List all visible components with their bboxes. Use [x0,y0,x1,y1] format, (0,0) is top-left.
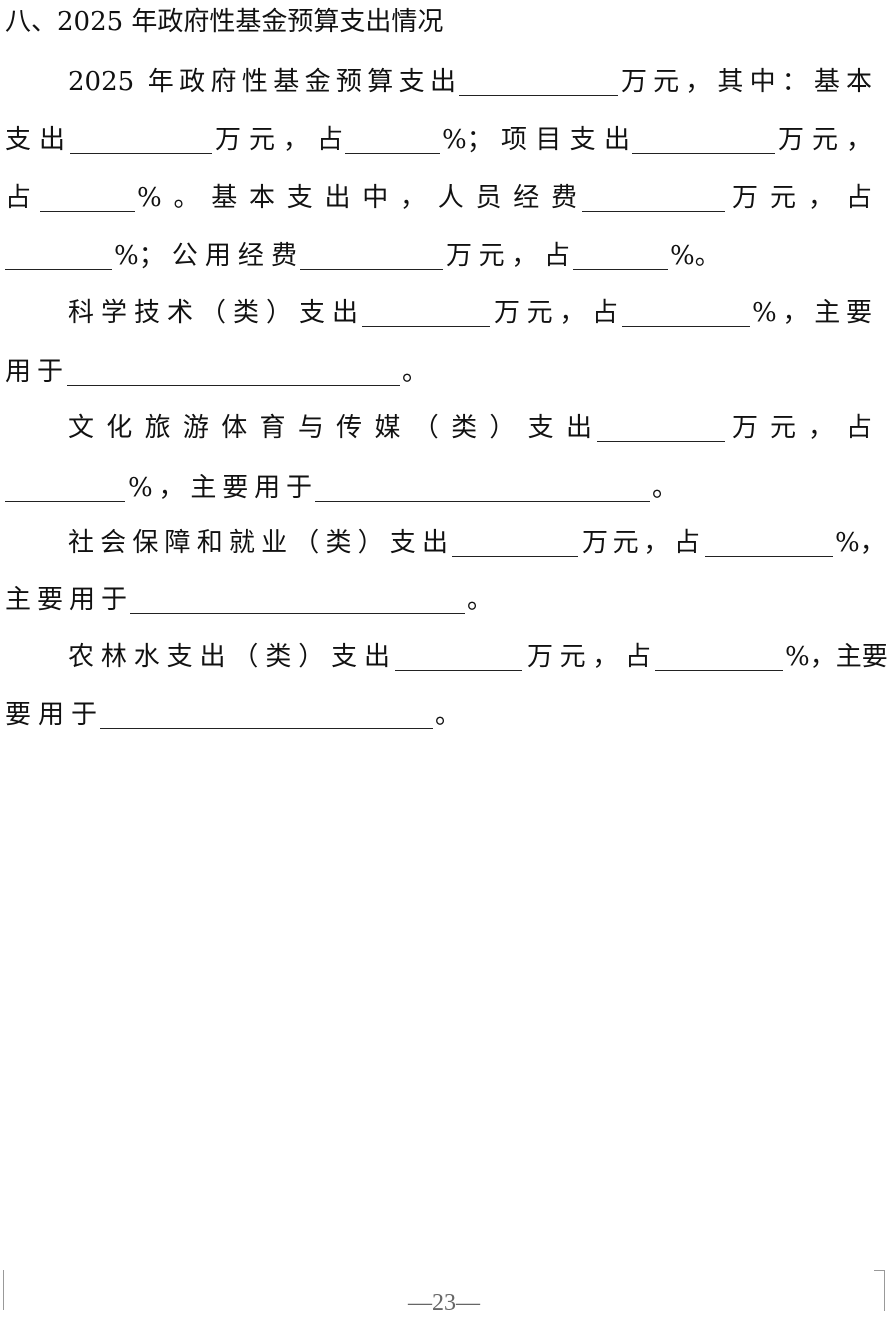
text: 万元，占 [527,642,651,672]
text-line: %，主要用于 。 [0,472,888,504]
text: 。 [652,473,679,503]
fill-blank[interactable] [597,412,725,442]
text: 支出 [5,125,65,155]
text-line: 支出 万元，占 %；项目支出 万元， [0,124,888,156]
text-line: 农林水支出（类）支出 万元，占 %，主要 [0,641,888,673]
text: %；项目支出 [442,125,630,155]
text: %。基本支出中，人员经费 [137,183,577,213]
fill-blank[interactable] [5,240,112,270]
fill-blank[interactable] [632,124,775,154]
fill-blank[interactable] [100,699,433,729]
text: %，主要 [785,642,888,672]
fill-blank[interactable] [345,124,440,154]
fill-blank[interactable] [573,240,668,270]
text: 。 [402,357,429,387]
fill-blank[interactable] [362,297,490,327]
text: 要用于 [5,700,97,730]
text-line: 占 %。基本支出中，人员经费 万元，占 [0,182,888,214]
text-line: %；公用经费 万元，占 %。 [0,240,888,272]
text: 文化旅游体育与传媒（类）支出 [68,413,592,443]
fill-blank[interactable] [395,641,522,671]
text: 万元，其中：基本 [621,67,872,97]
crop-mark-left [3,1270,14,1310]
text: 万元，占 [732,183,872,213]
fill-blank[interactable] [622,297,750,327]
page-number: —23— [408,1290,480,1316]
fill-blank[interactable] [5,472,125,502]
fill-blank[interactable] [300,240,443,270]
text: %，主要用于 [128,473,312,503]
fill-blank[interactable] [655,641,783,671]
text: 万元，占 [582,528,700,558]
fill-blank[interactable] [459,66,618,96]
fill-blank[interactable] [67,356,400,386]
text: 用于 [5,357,63,387]
text: 科学技术（类）支出 [68,298,358,328]
text: 万元， [778,125,872,155]
fill-blank[interactable] [705,527,833,557]
crop-mark-right [874,1270,885,1311]
text: 万元，占 [494,298,618,328]
text: 主要用于 [5,585,127,615]
text: %；公用经费 [114,241,297,271]
text: 社会保障和就业（类）支出 [68,528,448,558]
text: 万元，占 [732,413,872,443]
text: %。 [670,241,721,271]
text-line: 科学技术（类）支出 万元，占 %，主要 [0,297,888,329]
text: %，主要 [752,298,872,328]
text: 。 [467,585,494,615]
text-line: 用于 。 [0,356,888,388]
text: %， [835,528,886,558]
text: 2025 年政府性基金预算支出 [68,67,456,97]
section-heading: 八、2025 年政府性基金预算支出情况 [5,7,444,37]
fill-blank[interactable] [315,472,650,502]
fill-blank[interactable] [70,124,212,154]
text: 万元，占 [446,241,570,271]
text: 农林水支出（类）支出 [68,642,390,672]
fill-blank[interactable] [582,182,725,212]
text: 占 [5,183,32,213]
text-line: 社会保障和就业（类）支出 万元，占 %， [0,527,888,559]
text-line: 主要用于 。 [0,584,888,616]
text-line: 要用于 。 [0,699,888,731]
fill-blank[interactable] [40,182,135,212]
text: 万元，占 [215,125,343,155]
text-line: 文化旅游体育与传媒（类）支出 万元，占 [0,412,888,444]
fill-blank[interactable] [130,584,465,614]
text-line: 2025 年政府性基金预算支出 万元，其中：基本 [0,66,888,98]
text: 。 [435,700,462,730]
fill-blank[interactable] [452,527,578,557]
